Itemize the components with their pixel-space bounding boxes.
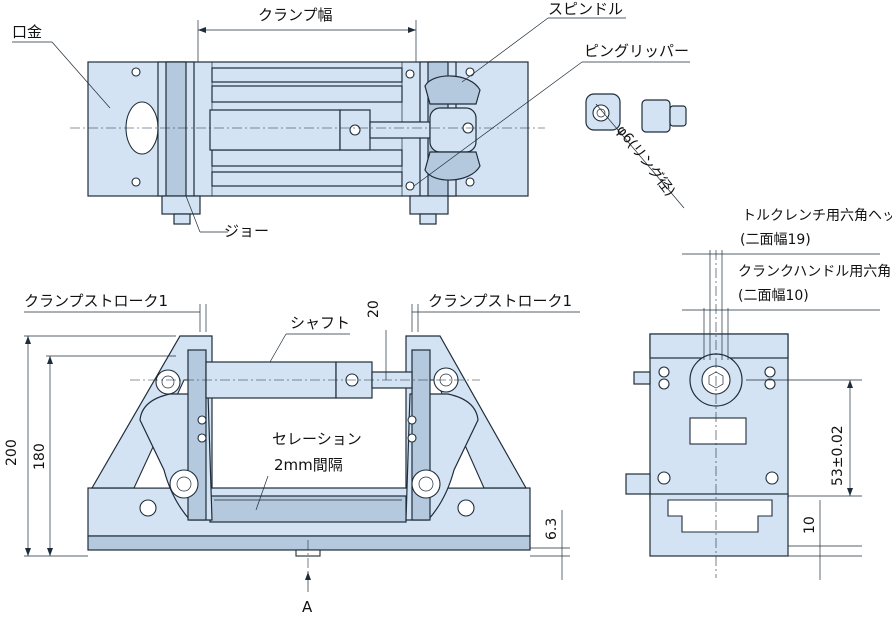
label-serration-2: 2mm間隔 — [274, 456, 343, 474]
label-pin-gripper: ピングリッパー — [584, 42, 689, 60]
side-view-label-plate — [689, 417, 747, 445]
label-view-a: A — [302, 598, 313, 616]
label-crank-handle-flats: (二面幅10) — [738, 288, 809, 304]
label-shaft: シャフト — [290, 314, 350, 332]
label-jaw-plate: 口金 — [12, 23, 42, 41]
label-ring-diameter: φ6(リング径) — [613, 123, 678, 200]
label-spindle: スピンドル — [548, 0, 623, 18]
label-serration-1: セレーション — [272, 430, 362, 448]
dim-180: 180 — [32, 443, 48, 470]
pin-gripper-detail — [585, 93, 687, 209]
dim-200: 200 — [4, 439, 20, 466]
side-view — [625, 250, 789, 578]
front-view — [87, 335, 531, 580]
dim-53: 53±0.02 — [830, 425, 846, 486]
shaft-top — [209, 109, 341, 151]
label-torque-wrench-flats: (二面幅19) — [740, 232, 811, 248]
top-view-bolt-right — [409, 195, 449, 215]
label-torque-wrench-hex: トルクレンチ用六角ヘッド — [742, 208, 892, 224]
dim-6-3: 6.3 — [544, 518, 560, 540]
label-crank-handle-hex: クランクハンドル用六角穴 — [738, 264, 892, 280]
top-view-bolt-left — [161, 195, 201, 215]
dim-20: 20 — [366, 300, 382, 318]
dim-10: 10 — [802, 516, 818, 534]
label-clamp-width: クランプ幅 — [258, 6, 333, 24]
top-view — [70, 20, 545, 225]
label-jaw: ジョー — [224, 222, 269, 240]
label-clamp-stroke-left: クランプストローク1 — [24, 292, 168, 310]
label-clamp-stroke-right: クランプストローク1 — [428, 292, 572, 310]
